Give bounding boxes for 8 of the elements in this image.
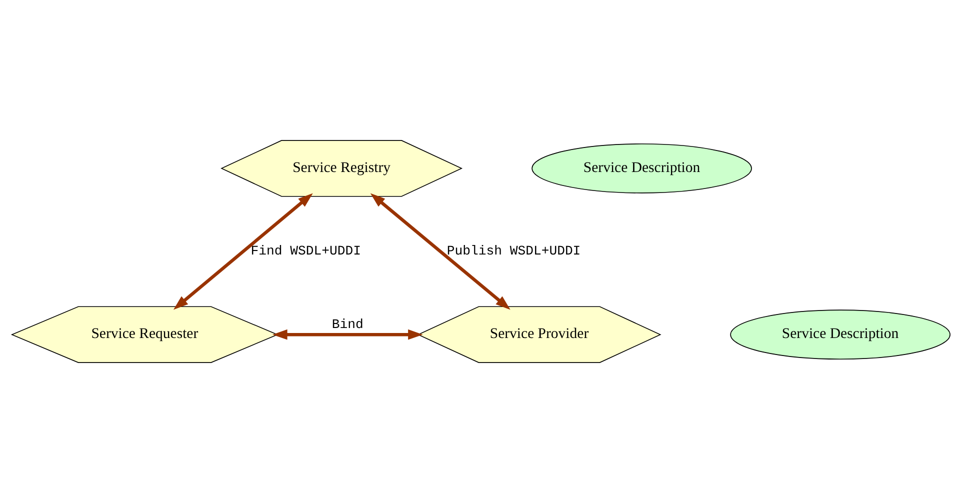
node-ellipse: Service Description (532, 143, 752, 194)
edge-label: Publish WSDL+UDDI (446, 244, 581, 259)
edge-label: Bind (332, 316, 364, 332)
arrow (272, 329, 423, 340)
edge-label: Find WSDL+UDDI (250, 244, 361, 259)
node-ellipse: Service Description (730, 310, 950, 360)
arrow (370, 193, 510, 310)
arrow (173, 193, 313, 310)
